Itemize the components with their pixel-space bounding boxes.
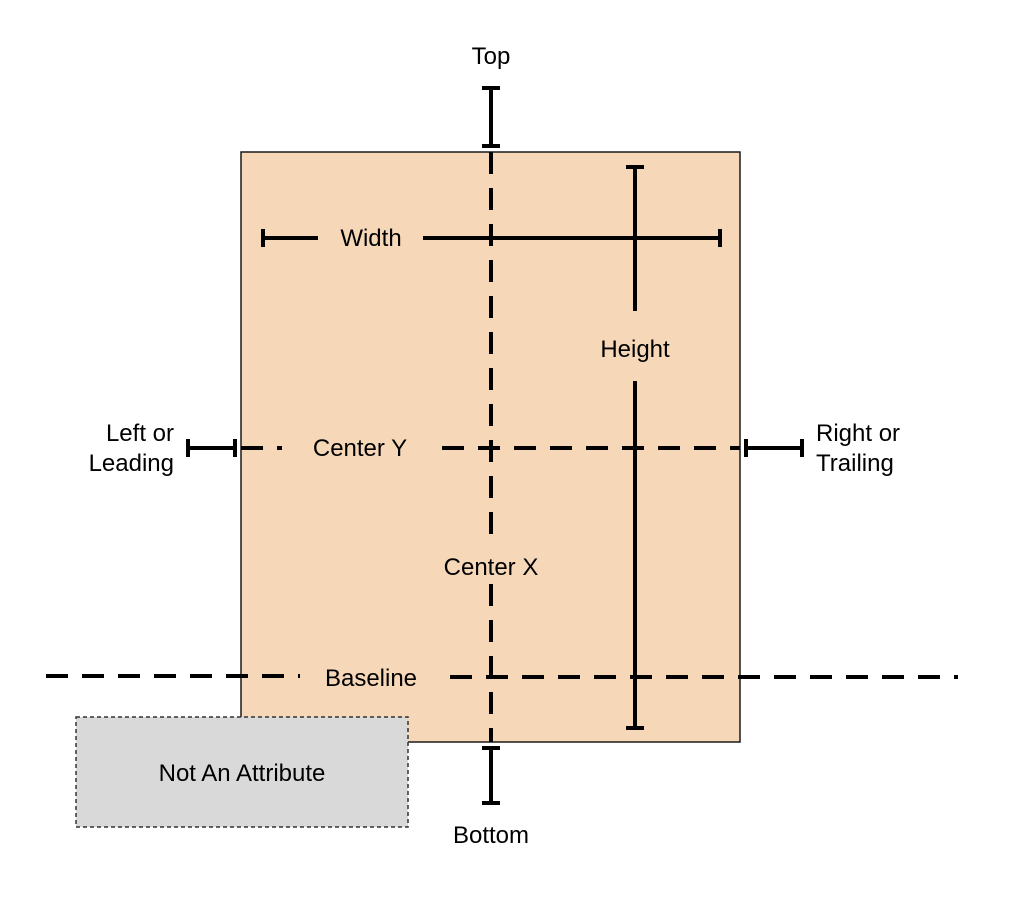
baseline-label: Baseline [325, 665, 417, 692]
left-marker [186, 439, 237, 457]
center-y-label: Center Y [313, 435, 407, 462]
left-label-line1: Left or [106, 420, 174, 447]
left-label-line2: Leading [89, 450, 174, 477]
not-an-attribute-label: Not An Attribute [159, 760, 326, 787]
right-marker [744, 439, 804, 457]
right-label-line1: Right or [816, 420, 900, 447]
bottom-marker [482, 746, 500, 805]
width-label: Width [340, 225, 401, 252]
height-marker [626, 165, 644, 730]
right-label-line2: Trailing [816, 450, 894, 477]
height-label: Height [600, 336, 670, 363]
width-marker [261, 229, 722, 247]
top-marker [482, 86, 500, 148]
not-an-attribute-box [75, 716, 409, 828]
top-label: Top [472, 43, 511, 70]
center-x-label-bg [434, 548, 548, 584]
bottom-label: Bottom [453, 822, 529, 849]
center-x-label: Center X [444, 554, 539, 581]
